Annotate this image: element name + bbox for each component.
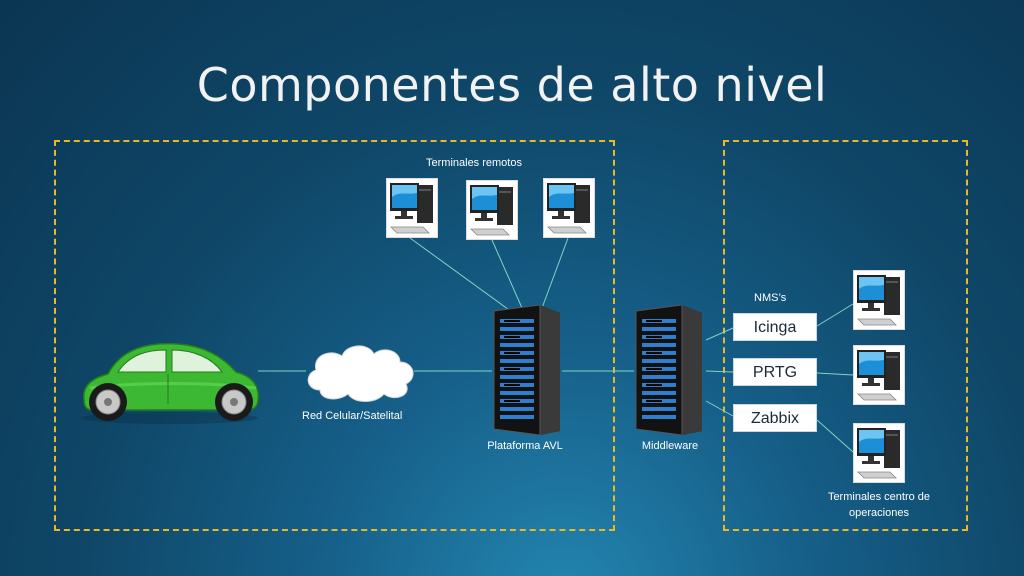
link-prtg-terminal xyxy=(816,372,854,376)
link-terminal2-avl xyxy=(491,239,523,309)
server-rack-icon xyxy=(493,305,560,435)
avl-platform-label: Plataforma AVL xyxy=(487,440,563,452)
desktop-computer-icon xyxy=(853,345,905,405)
link-icinga-terminal xyxy=(816,303,854,327)
ops-terminals-label-line1: Terminales centro de xyxy=(827,491,931,503)
link-middleware-icinga xyxy=(705,327,734,341)
link-terminal1-avl xyxy=(409,237,513,313)
desktop-computer-icon xyxy=(853,423,905,483)
desktop-computer-icon xyxy=(543,178,595,238)
ops-terminals-label-line2: operaciones xyxy=(849,507,909,519)
nms-label: NMS’s xyxy=(754,292,787,304)
link-zabbix-terminal xyxy=(816,419,854,453)
desktop-computer-icon xyxy=(466,180,518,240)
car-icon xyxy=(82,342,260,424)
nms-zone-frame xyxy=(723,140,968,531)
nms-zabbix-box: Zabbix xyxy=(733,404,817,432)
link-terminal3-avl xyxy=(541,237,569,309)
desktop-computer-icon xyxy=(853,270,905,330)
nms-icinga-box: Icinga xyxy=(733,313,817,341)
nms-prtg-box: PRTG xyxy=(733,358,817,386)
network-label: Red Celular/Satelital xyxy=(302,410,403,422)
server-rack-icon xyxy=(635,305,702,435)
link-middleware-prtg xyxy=(705,370,734,373)
avl-zone-frame xyxy=(54,140,615,531)
cloud-icon xyxy=(307,345,414,402)
slide-title: Componentes de alto nivel xyxy=(196,58,828,112)
remote-terminals-label: Terminales remotos xyxy=(426,157,522,169)
middleware-label: Middleware xyxy=(641,440,699,452)
desktop-computer-icon xyxy=(386,178,438,238)
link-middleware-zabbix xyxy=(705,400,734,417)
